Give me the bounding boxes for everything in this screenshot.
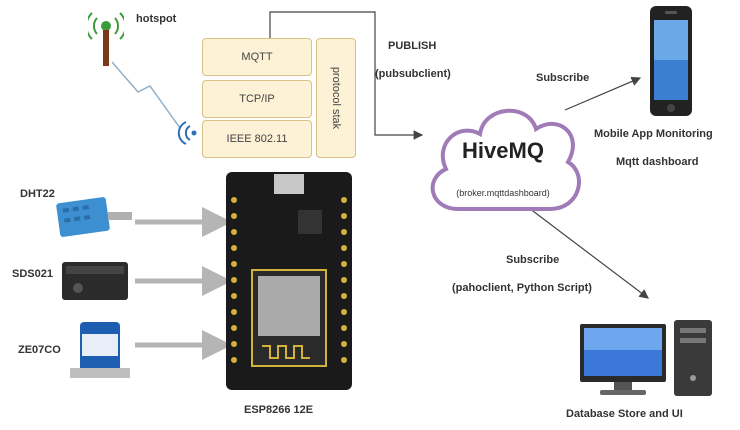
subscribe-db-arrow <box>524 204 649 299</box>
dht22-sensor-icon <box>56 197 132 237</box>
broker-host: (broker.mqttdashboard) <box>456 188 550 198</box>
publish-sublabel: (pubsubclient) <box>375 68 451 80</box>
board-label: ESP8266 12E <box>244 404 314 416</box>
dht22-label: DHT22 <box>20 188 55 200</box>
ze07co-sensor-icon <box>70 322 130 378</box>
sds021-sensor-icon <box>62 262 128 300</box>
stack-layer-ieee80211: IEEE 802.11 <box>202 120 312 158</box>
stack-layer-mqtt: MQTT <box>202 38 312 76</box>
subscribe-db-label: Subscribe <box>506 254 560 266</box>
database-label: Database Store and UI <box>566 408 683 420</box>
database-computer-icon <box>580 320 712 396</box>
mobile-phone-icon <box>650 6 692 116</box>
publish-label: PUBLISH <box>388 40 437 52</box>
mobile-label-line2: Mqtt dashboard <box>616 156 699 168</box>
subscribe-mobile-label: Subscribe <box>536 72 590 84</box>
subscribe-mobile-arrow <box>564 76 642 111</box>
hivemq-cloud-shape <box>430 108 581 211</box>
broker-name: HiveMQ <box>462 138 544 163</box>
ze07co-label: ZE07CO <box>18 344 61 356</box>
publish-arrow <box>269 11 424 140</box>
hotspot-tower-icon <box>88 12 124 66</box>
mobile-label-line1: Mobile App Monitoring <box>594 128 713 140</box>
hotspot-label: hotspot <box>136 13 177 25</box>
esp8266-board-icon <box>226 172 352 390</box>
wireless-link <box>111 61 181 129</box>
stack-layer-tcpip: TCP/IP <box>202 80 312 118</box>
subscribe-db-sublabel: (pahoclient, Python Script) <box>452 282 592 294</box>
protocol-stack-side: protocol stak <box>316 38 356 158</box>
protocol-stack-label: protocol stak <box>330 66 342 130</box>
sds021-label: SDS021 <box>12 268 53 280</box>
board-pins <box>231 197 347 363</box>
wifi-receiver-icon <box>177 121 197 145</box>
